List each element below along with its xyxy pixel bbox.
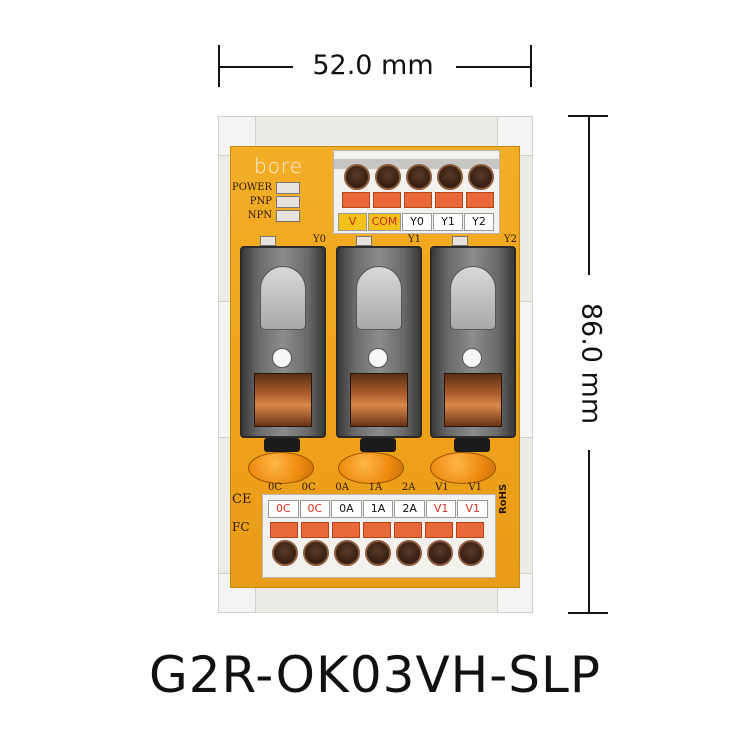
terminal-screw[interactable] (272, 540, 298, 566)
terminal-screw[interactable] (334, 540, 360, 566)
terminal-screw[interactable] (427, 540, 453, 566)
terminal-label-y2: Y2 (463, 213, 494, 231)
diode-y1 (360, 438, 396, 452)
diode-y2 (454, 438, 490, 452)
relay-label-y1: Y1 (408, 234, 421, 245)
terminal-lever[interactable] (394, 522, 422, 538)
bottom-terminal-labels: 0C 0C 0A 1A 2A V1 V1 (268, 500, 489, 518)
terminal-label-2a: 2A (394, 500, 425, 518)
relay-contacts (444, 373, 502, 427)
relay-indicator (462, 348, 482, 368)
terminal-screw[interactable] (406, 164, 432, 190)
terminal-screw[interactable] (303, 540, 329, 566)
terminal-lever[interactable] (332, 522, 360, 538)
terminal-label-0c: 0C (299, 500, 331, 518)
terminal-screw[interactable] (458, 540, 484, 566)
width-dim-line-right (456, 66, 532, 68)
relay-led-y1 (356, 236, 372, 246)
relay-y1 (336, 246, 422, 438)
silk-label: 0A (335, 482, 349, 493)
terminal-screw[interactable] (344, 164, 370, 190)
width-dim-line-left (218, 66, 293, 68)
power-led (276, 182, 300, 194)
indicator-npn-label: NPN (247, 210, 272, 221)
terminal-label-y0: Y0 (401, 213, 432, 231)
terminal-screw[interactable] (375, 164, 401, 190)
height-dim-line-top (588, 115, 590, 275)
terminal-lever[interactable] (373, 192, 401, 208)
bottom-terminal-screws (268, 520, 488, 570)
silk-label: V1 (468, 482, 482, 493)
relay-led-y2 (452, 236, 468, 246)
rohs-mark: RoHS (498, 483, 509, 514)
relay-label-y0: Y0 (313, 234, 326, 245)
height-dim-bottom-tick (568, 612, 608, 614)
terminal-screw[interactable] (365, 540, 391, 566)
relay-coil-cap (450, 266, 496, 330)
relay-y2 (430, 246, 516, 438)
terminal-lever[interactable] (301, 522, 329, 538)
terminal-lever[interactable] (404, 192, 432, 208)
terminal-screw[interactable] (437, 164, 463, 190)
terminal-screw[interactable] (396, 540, 422, 566)
silk-label: 0C (301, 482, 316, 493)
width-dimension-label: 52.0 mm (312, 50, 434, 81)
relay-y0 (240, 246, 326, 438)
silk-label: V1 (435, 482, 449, 493)
silk-label: 2A (401, 482, 416, 493)
height-dimension-label: 86.0 mm (575, 302, 607, 425)
bottom-silk-labels: 0C 0C 0A 1A 2A V1 V1 (268, 482, 482, 493)
fc-mark: FC (232, 520, 250, 534)
terminal-label-0c: 0C (268, 500, 299, 518)
terminal-lever[interactable] (425, 522, 453, 538)
relay-label-y2: Y2 (504, 234, 517, 245)
top-terminal-labels: V COM Y0 Y1 Y2 (338, 213, 494, 231)
varistor-y1 (338, 452, 404, 484)
pnp-jumper (276, 196, 300, 208)
silk-label: 0C (268, 482, 283, 493)
terminal-label-v1: V1 (457, 500, 489, 518)
terminal-lever[interactable] (456, 522, 484, 538)
terminal-label-y1: Y1 (432, 213, 463, 231)
varistor-y0 (248, 452, 314, 484)
terminal-label-1a: 1A (362, 500, 394, 518)
npn-jumper (276, 210, 300, 222)
terminal-lever[interactable] (466, 192, 494, 208)
relay-indicator (368, 348, 388, 368)
terminal-label-v1: V1 (425, 500, 457, 518)
diode-y0 (264, 438, 300, 452)
relay-led-y0 (260, 236, 276, 246)
relay-indicator (272, 348, 292, 368)
relay-coil-cap (356, 266, 402, 330)
height-dim-line-bottom (588, 450, 590, 613)
terminal-lever[interactable] (363, 522, 391, 538)
varistor-y2 (430, 452, 496, 484)
terminal-label-v: V (338, 213, 368, 231)
terminal-lever[interactable] (270, 522, 298, 538)
terminal-screw[interactable] (468, 164, 494, 190)
indicator-pnp-label: PNP (249, 196, 272, 207)
terminal-label-com: COM (368, 213, 401, 231)
terminal-lever[interactable] (435, 192, 463, 208)
model-name: G2R-OK03VH-SLP (148, 646, 602, 704)
relay-contacts (350, 373, 408, 427)
ce-mark: CE (232, 492, 252, 507)
terminal-lever[interactable] (342, 192, 370, 208)
silk-label: 1A (368, 482, 383, 493)
brand-logo: bore (254, 154, 304, 178)
relay-contacts (254, 373, 312, 427)
relay-coil-cap (260, 266, 306, 330)
relay-module-photo: bore POWER PNP NPN V COM Y0 Y1 Y2 Y0 Y1 … (218, 116, 533, 613)
indicator-power-label: POWER (232, 182, 273, 193)
terminal-label-0a: 0A (331, 500, 362, 518)
top-terminal-screws (340, 162, 495, 210)
